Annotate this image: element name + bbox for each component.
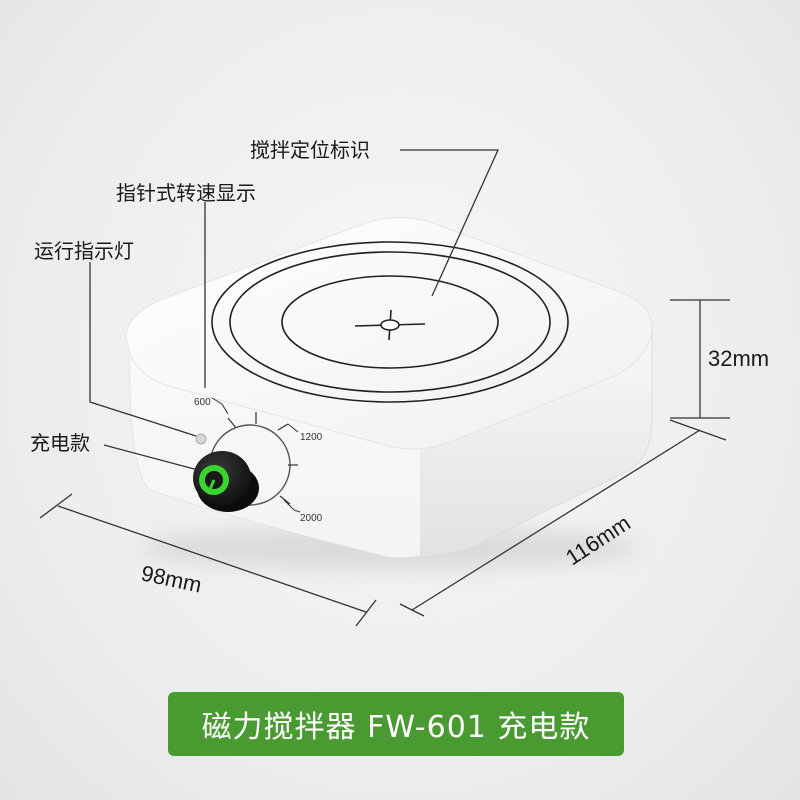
label-stir-mark: 搅拌定位标识	[250, 138, 370, 162]
stir-rings	[211, 241, 569, 403]
dial-tick-600: 600	[194, 397, 211, 408]
speed-knob[interactable]	[193, 451, 259, 512]
label-width: 98mm	[139, 560, 204, 597]
callout-line-run-indicator	[89, 262, 197, 437]
label-pointer-display: 指针式转速显示	[116, 181, 256, 205]
callout-line-stir-mark	[400, 149, 500, 297]
width-dimension	[39, 493, 377, 627]
dial-tick-1200: 1200	[300, 432, 323, 443]
label-charge-model: 充电款	[30, 431, 90, 455]
dial-tick-2000: 2000	[300, 513, 323, 524]
ring-inner	[281, 275, 499, 369]
product-name-banner: 磁力搅拌器 FW-601 充电款	[168, 692, 624, 756]
depth-dimension	[399, 419, 727, 617]
ring-outer	[211, 241, 569, 403]
label-height: 32mm	[708, 346, 769, 371]
callout-lines	[89, 149, 500, 471]
stir-center-mark	[354, 309, 426, 341]
height-dimension	[670, 299, 730, 419]
label-run-indicator: 运行指示灯	[34, 239, 134, 263]
callout-line-charge-model	[103, 444, 199, 471]
ring-middle	[229, 251, 551, 393]
run-indicator-led	[195, 433, 207, 445]
knob-pointer	[206, 479, 216, 495]
